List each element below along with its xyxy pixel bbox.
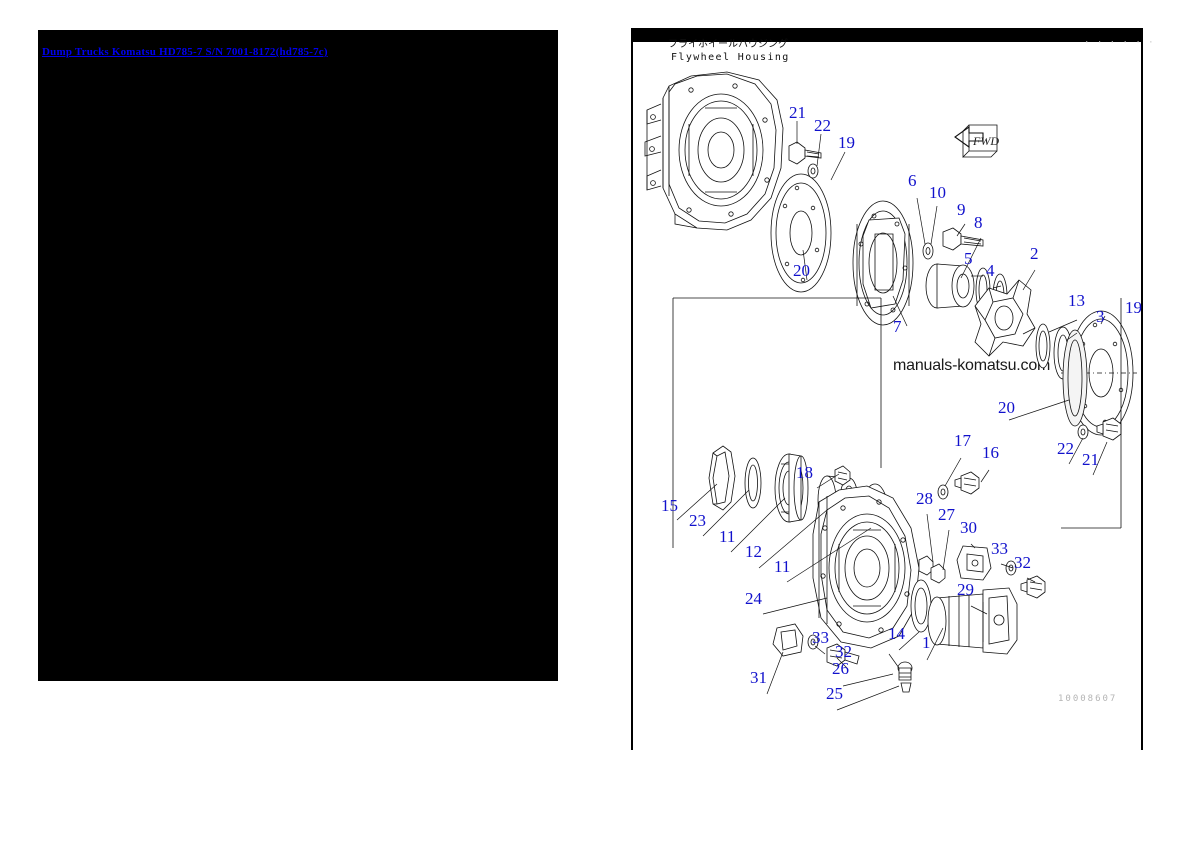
diagram-right-rule: [1141, 28, 1143, 750]
callout-27: 27: [938, 505, 955, 524]
callout-22: 22: [1057, 439, 1074, 458]
part-21-bolt-top: [788, 141, 822, 165]
callout-14: 14: [888, 624, 905, 643]
callout-11: 11: [774, 557, 791, 576]
exploded-parts-drawing: [644, 71, 1137, 711]
fwd-direction-icon: FWD: [953, 121, 1001, 163]
part-26-plug: [897, 661, 913, 681]
part-18-fastener: [834, 465, 851, 486]
callout-1: 1: [922, 633, 931, 652]
callout-24: 24: [745, 589, 762, 608]
watermark-text: manuals-komatsu.com: [893, 357, 1051, 374]
callout-21: 21: [1082, 450, 1099, 469]
part-31-bracket: [772, 623, 804, 657]
part-8-sleeve: [925, 263, 975, 309]
sheet-reference-code: 10008607: [1058, 694, 1118, 704]
callout-22: 22: [814, 116, 831, 135]
document-title-link[interactable]: Dump Trucks Komatsu HD785-7 S/N 7001-817…: [42, 46, 328, 58]
document-title-rest: HD785-7 S/N 7001-8172(hd785-7c): [156, 46, 328, 58]
part-20-flex-plate-upper: [770, 173, 832, 293]
part-27-fastener: [930, 563, 946, 584]
callout-13: 13: [1068, 291, 1085, 310]
part-22-washer-top: [807, 163, 819, 179]
sheet-title-english: Flywheel Housing: [671, 52, 790, 63]
part-2-spider-coupling: [974, 279, 1036, 357]
callout-32: 32: [835, 642, 852, 661]
callout-3: 3: [1096, 307, 1105, 326]
callout-6: 6: [908, 171, 917, 190]
callout-30: 30: [960, 518, 977, 537]
callout-7: 7: [893, 317, 902, 336]
part-16-bolt: [954, 471, 980, 495]
callout-23: 23: [689, 511, 706, 530]
part-33-washer-bottom: [807, 634, 819, 650]
callout-32: 32: [1014, 553, 1031, 572]
document-title-link-label[interactable]: Dump Trucks Komatsu: [42, 46, 157, 58]
sheet-title-japanese: フライホイールハウジング: [668, 39, 788, 50]
callout-29: 29: [957, 580, 974, 599]
callout-10: 10: [929, 183, 946, 202]
part-9-bolt: [942, 227, 984, 251]
part-32-bolt-right: [1020, 575, 1046, 599]
part-30-bracket: [956, 545, 992, 581]
part-24-main-housing: [812, 485, 920, 649]
leader-lines: [676, 121, 1108, 711]
callout-4: 4: [986, 261, 995, 280]
callout-5: 5: [964, 249, 973, 268]
part-22-washer-right: [1077, 424, 1089, 440]
callout-18: 18: [796, 463, 813, 482]
callout-16: 16: [982, 443, 999, 462]
part-15-snap-ring: [708, 445, 736, 511]
callout-28: 28: [916, 489, 933, 508]
callout-20: 20: [998, 398, 1015, 417]
part-flywheel-housing-casting: [644, 71, 784, 231]
part-32-bolt-bottom: [826, 643, 860, 667]
part-29-yoke: [982, 587, 1018, 655]
callout-31: 31: [750, 668, 767, 687]
callout-33: 33: [812, 628, 829, 647]
callout-8: 8: [974, 213, 983, 232]
diagram-top-black-bar: [631, 28, 1143, 42]
part-17-washer: [937, 484, 949, 500]
callout-9: 9: [957, 200, 966, 219]
part-7-coupling-ring: [852, 200, 914, 326]
callout-15: 15: [661, 496, 678, 515]
part-23-ring: [744, 457, 762, 509]
part-20-ring-right: [1062, 329, 1088, 427]
part-11-bearing-left: [774, 453, 809, 523]
callout-25: 25: [826, 684, 843, 703]
pdf-preview-panel[interactable]: [38, 30, 558, 681]
part-13-ring: [1035, 323, 1051, 369]
part-10-washer: [922, 242, 934, 260]
callout-2: 2: [1030, 244, 1039, 263]
callout-17: 17: [954, 431, 971, 450]
part-25-bolt-bottom: [900, 682, 912, 693]
fwd-label: FWD: [973, 134, 999, 148]
callout-26: 26: [832, 659, 849, 678]
callout-19: 19: [1125, 298, 1142, 317]
callout-11: 11: [719, 527, 736, 546]
part-1-shaft-assembly: [927, 593, 984, 649]
sheet-title: フライホイールハウジング Flywheel Housing: [668, 38, 790, 64]
callout-20: 20: [793, 261, 810, 280]
callout-33: 33: [991, 539, 1008, 558]
callout-21: 21: [789, 103, 806, 122]
faint-top-code: · · · · · ·: [1084, 38, 1155, 48]
callout-12: 12: [745, 542, 762, 561]
callout-19: 19: [838, 133, 855, 152]
